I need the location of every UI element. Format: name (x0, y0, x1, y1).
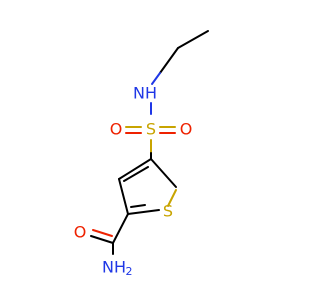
bond-c4-c3-ring-double (123, 166, 149, 182)
bond-s-ring-c5 (167, 189, 177, 207)
molecule-canvas: NH S O O S O NH 2 (73, 30, 209, 278)
atom-amide-h2-subscript: 2 (126, 265, 133, 278)
bond-c2-s-ring-double (130, 204, 146, 208)
atom-sulfonyl-s: S (146, 120, 156, 139)
bond-c3-n-top (151, 72, 161, 85)
bond-c2-amide-c (112, 213, 129, 244)
bond-c2-s-ring (127, 209, 160, 215)
atom-sulfonyl-o-left: O (110, 120, 123, 139)
molecule-structure: NH S O O S O NH 2 (74, 30, 209, 278)
atom-nh-top: NH (133, 84, 157, 103)
bond-amide-c-o (90, 235, 114, 244)
bond-c1-c2 (177, 30, 209, 49)
bond-c2-c3 (159, 47, 179, 74)
atom-ring-s: S (163, 202, 173, 221)
bond-amide-c-o-double (92, 229, 113, 237)
atom-amide-nh: NH (102, 258, 126, 277)
bond-c4-c5 (150, 158, 177, 188)
bond-c4-c3-ring (118, 158, 152, 180)
bond-c3-c2-ring (118, 178, 129, 215)
atom-sulfonyl-o-right: O (180, 120, 193, 139)
atom-amide-o: O (74, 223, 87, 242)
